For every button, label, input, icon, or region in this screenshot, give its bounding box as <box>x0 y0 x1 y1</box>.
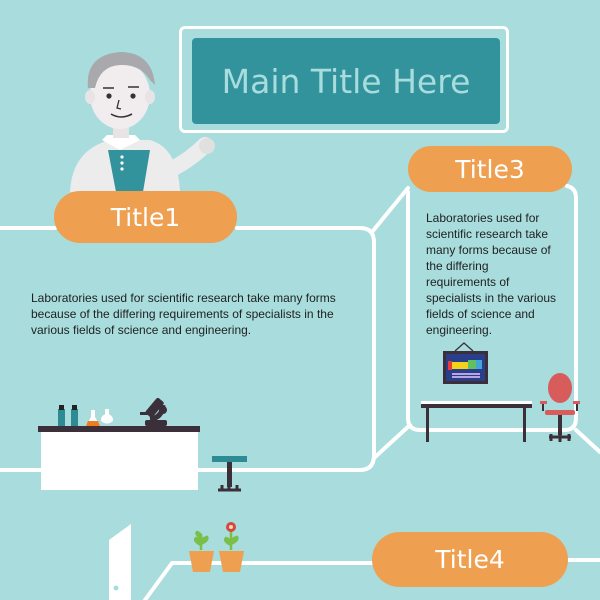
section-title-3-label: Title3 <box>455 154 525 184</box>
section-title-1: Title1 <box>54 191 237 243</box>
section-title-4-label: Title4 <box>435 545 505 574</box>
section-3-description: Laboratories used for scientific researc… <box>426 211 557 337</box>
section-title-3: Title3 <box>408 146 572 192</box>
section-1-description: Laboratories used for scientific researc… <box>31 291 336 337</box>
section-title-4: Title4 <box>372 532 568 587</box>
main-title-frame <box>179 26 509 133</box>
section-title-1-label: Title1 <box>110 202 181 232</box>
main-title-box: Main Title Here <box>192 38 500 124</box>
main-title: Main Title Here <box>221 61 471 101</box>
